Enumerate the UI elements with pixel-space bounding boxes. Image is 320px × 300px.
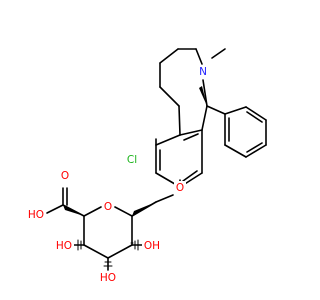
bond	[201, 105, 208, 131]
bond	[195, 48, 203, 65]
bond	[179, 129, 203, 136]
bonds	[46, 48, 267, 271]
bond	[224, 106, 247, 115]
bond	[83, 206, 102, 217]
wedge-bond	[199, 86, 207, 106]
acid-oxygen-label: O	[61, 170, 69, 182]
hydroxyl-label: OH	[144, 240, 160, 252]
bond	[155, 194, 174, 203]
ether-oxygen-label: O	[176, 182, 184, 194]
atom-labels: N Cl O O O HO OH HO HO	[26, 65, 209, 284]
wedge-bond	[132, 202, 156, 216]
bond	[183, 133, 199, 141]
bond	[46, 204, 64, 214]
bond	[224, 144, 247, 158]
bond	[178, 105, 181, 136]
bond	[202, 79, 208, 107]
hash-bond	[103, 261, 113, 267]
hydroxyl-label: HO	[56, 240, 72, 252]
ring-oxygen-label: O	[104, 201, 112, 213]
wedge-bond	[63, 205, 84, 216]
molecule-structure: N Cl O O O HO OH HO HO	[26, 48, 267, 284]
bond	[245, 106, 267, 121]
bond	[83, 244, 109, 259]
bond	[159, 48, 179, 64]
bond	[159, 86, 180, 107]
bond	[206, 105, 226, 115]
bond	[182, 170, 198, 182]
bond	[155, 134, 181, 146]
bond	[211, 48, 226, 59]
bond	[246, 142, 263, 153]
hydroxyl-label: HO	[100, 272, 116, 284]
bond	[114, 206, 133, 217]
bond	[246, 111, 263, 123]
chlorine-label: Cl	[127, 154, 137, 166]
bond	[107, 244, 133, 259]
bond	[245, 144, 267, 158]
hash-bond	[130, 239, 139, 251]
nitrogen-label: N	[199, 66, 207, 78]
stereo-bonds	[63, 86, 207, 267]
acid-hydroxyl-label: HO	[28, 209, 44, 221]
hash-bond	[77, 239, 82, 251]
